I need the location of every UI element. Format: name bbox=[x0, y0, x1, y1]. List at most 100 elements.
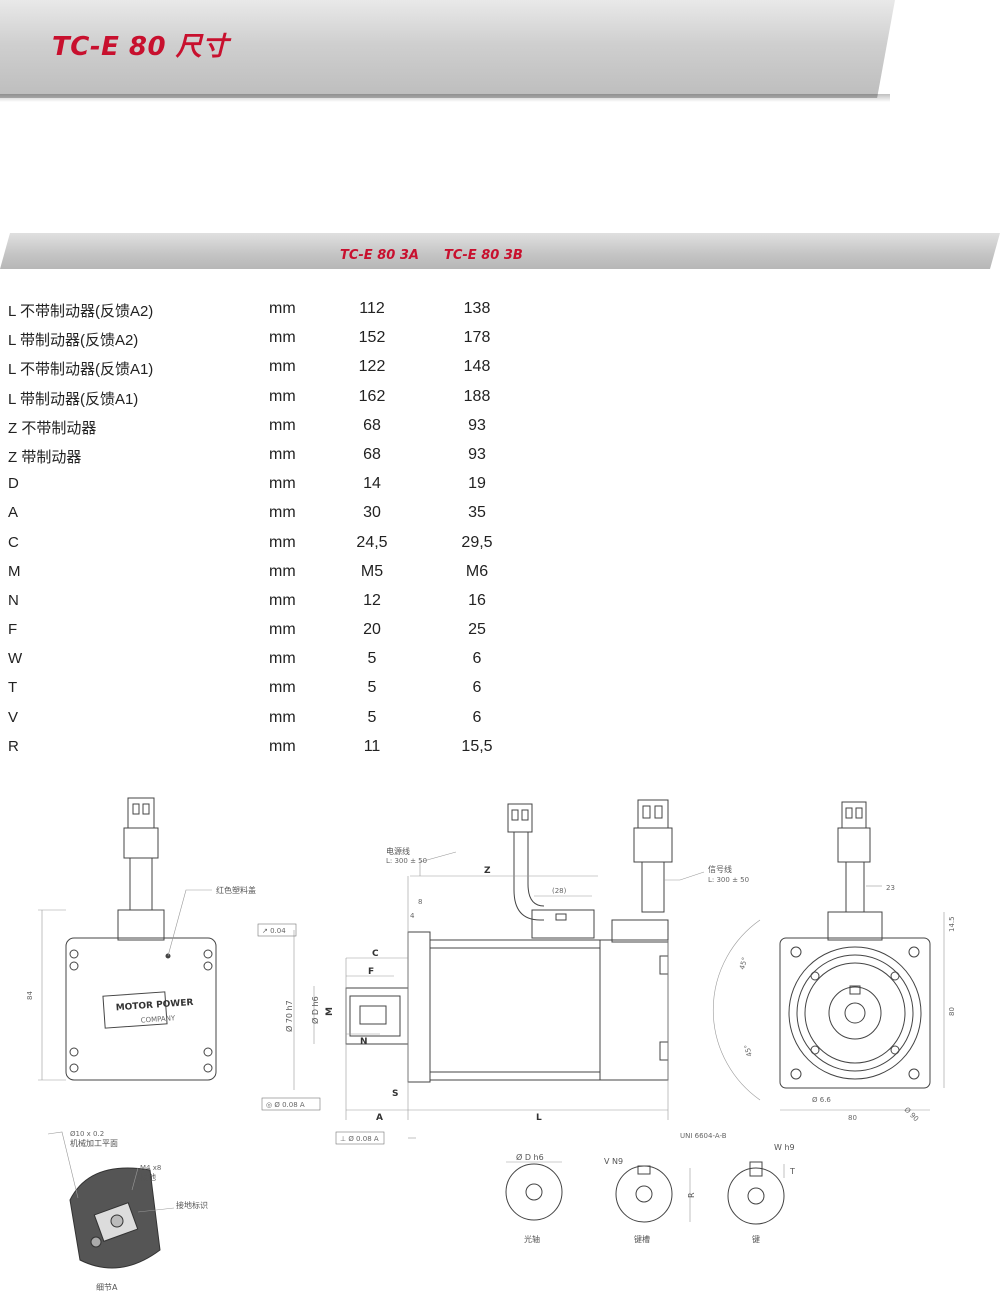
table-header-band bbox=[0, 233, 1000, 269]
label-key-width: W h9 bbox=[774, 1143, 795, 1152]
row-label: D bbox=[8, 475, 19, 493]
mount-hole bbox=[203, 1063, 213, 1073]
row-value-b: 93 bbox=[468, 445, 486, 463]
banner-shadow bbox=[0, 94, 890, 102]
shaft-key bbox=[849, 985, 861, 995]
row-unit: mm bbox=[269, 562, 296, 580]
logo-subtext: COMPANY bbox=[140, 1014, 176, 1024]
leader-ground bbox=[131, 1167, 139, 1191]
label-dim-23: 23 bbox=[886, 884, 895, 892]
row-unit: mm bbox=[269, 679, 296, 697]
connector-pin bbox=[855, 807, 863, 819]
mount-hole bbox=[69, 949, 79, 959]
row-unit: mm bbox=[269, 416, 296, 434]
signal-cable bbox=[641, 861, 665, 913]
mount-hole bbox=[203, 961, 213, 971]
row-label: L 带制动器(反馈A1) bbox=[8, 390, 139, 408]
row-value-a: 68 bbox=[363, 445, 381, 463]
key bbox=[749, 1161, 763, 1177]
row-value-a: 152 bbox=[358, 329, 386, 347]
row-label: Z 不带制动器 bbox=[8, 419, 97, 437]
row-label: A bbox=[8, 504, 19, 522]
tol-box-concentric bbox=[261, 1097, 321, 1111]
label-power-cable: 电源线 bbox=[386, 846, 410, 856]
shaft-key-outer bbox=[727, 1167, 785, 1225]
row-value-a: 12 bbox=[363, 591, 381, 609]
label-detail-a: 细节A bbox=[96, 1282, 118, 1292]
logo-plate bbox=[102, 991, 168, 1029]
label-tol-perp: ⊥ Ø 0.08 A bbox=[340, 1135, 379, 1143]
label-dim-145: 14.5 bbox=[948, 916, 956, 932]
row-label: V bbox=[8, 708, 19, 726]
detail-hole bbox=[90, 1236, 102, 1248]
power-gland bbox=[531, 909, 595, 939]
row-label: C bbox=[8, 533, 19, 551]
shaft-keyway-inner bbox=[635, 1185, 653, 1203]
tol-box-runout bbox=[257, 923, 297, 937]
power-cable bbox=[527, 832, 545, 907]
shaft-bore bbox=[828, 986, 882, 1040]
row-unit: mm bbox=[269, 329, 296, 347]
gland-slot bbox=[555, 913, 567, 921]
back-view bbox=[38, 797, 217, 1081]
row-value-b: 93 bbox=[468, 416, 486, 434]
end-tab bbox=[659, 1041, 669, 1061]
row-unit: mm bbox=[269, 737, 296, 755]
logo-text: MOTOR POWER bbox=[115, 998, 193, 1013]
label-uni: UNI 6604-A-B bbox=[680, 1132, 727, 1140]
label-plain-shaft: 光轴 bbox=[524, 1234, 540, 1244]
row-label: L 不带制动器(反馈A2) bbox=[8, 303, 154, 320]
column-header-model-b: TC-E 80 3B bbox=[444, 248, 523, 263]
mount-hole bbox=[790, 1068, 802, 1080]
label-tol-runout: ↗ 0.04 bbox=[262, 927, 286, 935]
row-unit: mm bbox=[269, 358, 296, 376]
label-dim-80-vertical: 80 bbox=[948, 1007, 956, 1016]
label-key-shaft: 键 bbox=[752, 1234, 760, 1244]
row-label: M bbox=[8, 562, 21, 580]
cable bbox=[129, 857, 153, 911]
row-value-a: 5 bbox=[367, 679, 377, 697]
row-label: L 带制动器(反馈A2) bbox=[8, 332, 139, 350]
row-value-a: 5 bbox=[367, 650, 377, 668]
row-value-a: 122 bbox=[358, 358, 386, 376]
label-dim-45-top: 45° bbox=[738, 956, 749, 970]
row-value-b: 16 bbox=[468, 591, 486, 609]
end-tab bbox=[659, 955, 669, 975]
row-unit: mm bbox=[269, 533, 296, 551]
row-label: L 不带制动器(反馈A1) bbox=[8, 361, 154, 379]
leader-ground-mark bbox=[137, 1207, 175, 1213]
flange-ring-outer bbox=[788, 946, 922, 1080]
shaft-key-inner bbox=[747, 1187, 765, 1205]
keyway-slot bbox=[637, 1165, 651, 1175]
shaft-face bbox=[844, 1002, 866, 1024]
leader-power bbox=[419, 851, 457, 876]
front-view bbox=[713, 801, 945, 1111]
row-label: N bbox=[8, 591, 19, 609]
connector-pin bbox=[642, 805, 651, 819]
label-dim-m: M bbox=[325, 1007, 335, 1016]
label-dim-90: Ø 90 bbox=[903, 1106, 920, 1123]
label-dim-n: N bbox=[360, 1037, 368, 1047]
row-value-b: 25 bbox=[468, 621, 486, 639]
row-value-a: 68 bbox=[363, 416, 381, 434]
label-keyway-shaft: 键槽 bbox=[634, 1234, 650, 1244]
row-unit: mm bbox=[269, 387, 296, 405]
cable bbox=[845, 861, 865, 913]
label-keyway-width: V N9 bbox=[604, 1157, 623, 1166]
shaft-plain-outer bbox=[505, 1163, 563, 1221]
row-unit: mm bbox=[269, 621, 296, 639]
row-value-b: 6 bbox=[472, 679, 482, 697]
label-signal-length: L: 300 ± 50 bbox=[708, 876, 749, 884]
label-dim-r: R bbox=[687, 1192, 696, 1198]
row-value-b: 188 bbox=[463, 387, 491, 405]
flange-face bbox=[779, 937, 931, 1089]
